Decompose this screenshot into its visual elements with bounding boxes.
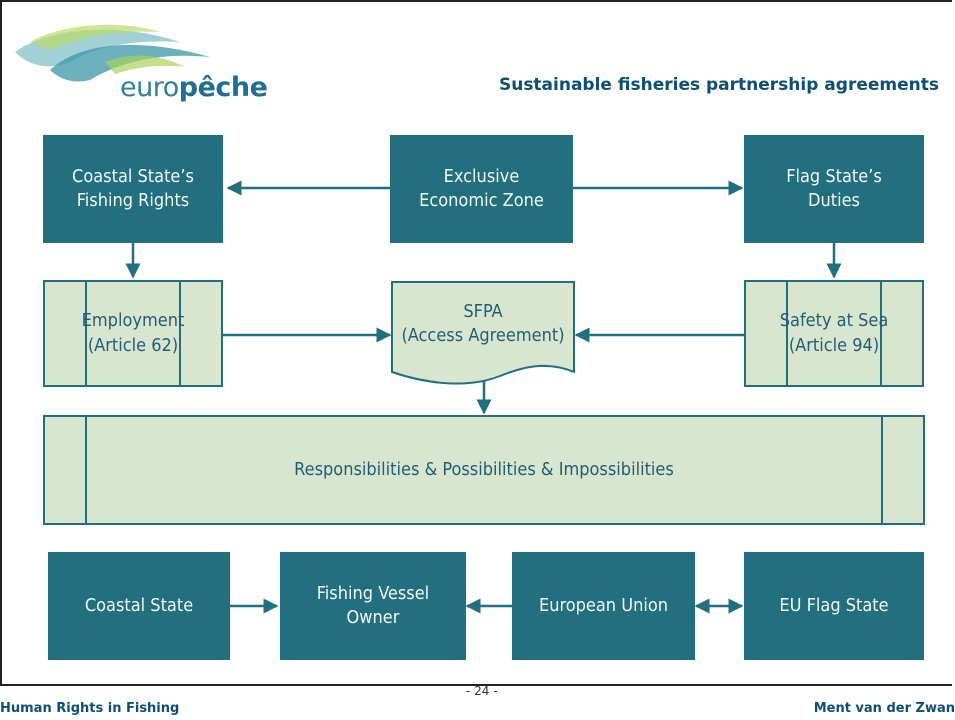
european-union-box: European Union	[512, 552, 695, 660]
logo-wordmark: europêche	[120, 72, 268, 103]
sfpa-label: SFPA (Access Agreement)	[392, 284, 574, 364]
eez-line2: Economic Zone	[419, 190, 544, 211]
sfpa-line1: SFPA	[463, 300, 503, 322]
europeche-logo	[15, 24, 210, 82]
responsibilities-right-bar	[881, 417, 903, 523]
safety-line2: (Article 94)	[788, 334, 880, 356]
safety-left-bar	[766, 282, 788, 385]
flag-duties-line2: Duties	[807, 190, 860, 211]
footer-right-text: Ment van der Zwan	[813, 701, 955, 716]
eu-flag-state-box: EU Flag State	[744, 552, 924, 660]
page-number: - 24 -	[466, 684, 498, 698]
employment-line1: Employment	[81, 310, 185, 332]
slide-title: Sustainable fisheries partnership agreem…	[498, 75, 939, 95]
coastal-rights-line2: Fishing Rights	[76, 190, 190, 211]
footer-left-text: Human Rights in Fishing	[0, 701, 180, 716]
sfpa-line2: (Access Agreement)	[401, 325, 565, 346]
employment-box: Employment(Article 62)	[43, 280, 223, 387]
coastal-state-text: Coastal State	[84, 594, 194, 616]
safety-at-sea-box: Safety at Sea(Article 94)	[744, 280, 924, 387]
logo-text-bold: pêche	[178, 72, 268, 103]
employment-line2: (Article 62)	[87, 334, 179, 356]
eez-line1: Exclusive	[443, 165, 520, 187]
flag-duties-line1: Flag State’s	[786, 165, 882, 187]
safety-right-bar	[880, 282, 902, 385]
logo-text-light: euro	[120, 72, 179, 103]
sfpa-document-shape	[391, 281, 575, 385]
vessel-owner-line1: Fishing Vessel	[316, 582, 430, 604]
responsibilities-text: Responsibilities & Possibilities & Impos…	[294, 458, 674, 480]
eu-text: European Union	[538, 594, 669, 616]
eu-flag-text: EU Flag State	[779, 594, 889, 616]
coastal-state-box: Coastal State	[48, 552, 230, 660]
slide-frame	[0, 0, 952, 686]
vessel-owner-line2: Owner	[346, 607, 400, 628]
employment-right-bar	[179, 282, 201, 385]
employment-left-bar	[65, 282, 87, 385]
responsibilities-left-bar	[65, 417, 87, 523]
coastal-rights-line1: Coastal State’s	[72, 165, 194, 187]
responsibilities-box: Responsibilities & Possibilities & Impos…	[43, 415, 925, 525]
safety-line1: Safety at Sea	[779, 310, 889, 332]
